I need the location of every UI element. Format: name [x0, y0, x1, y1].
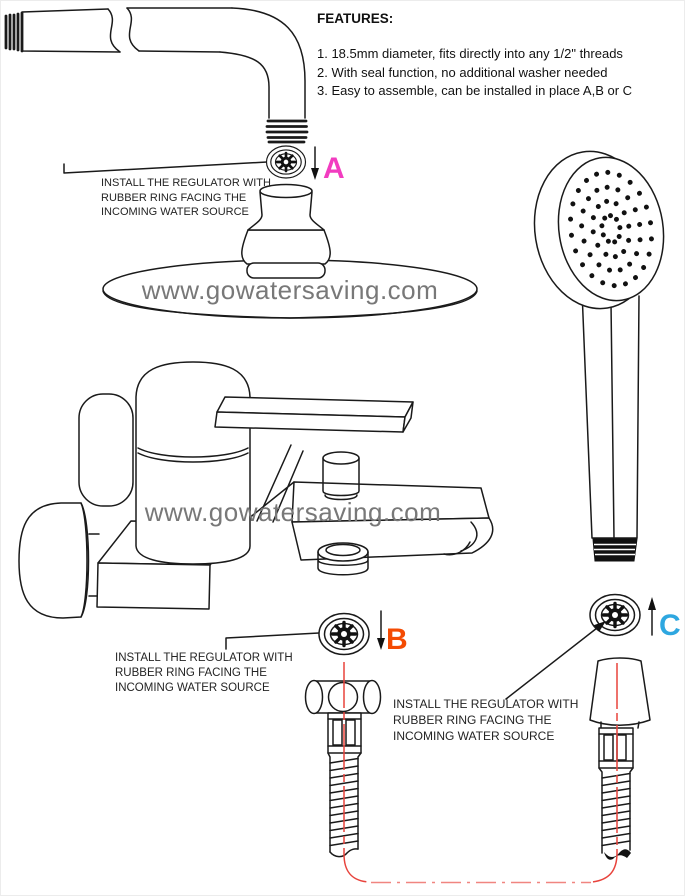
spray-nozzle-dots	[568, 169, 654, 289]
mixer-faucet-icon	[18, 361, 494, 619]
watermark-text-top: www.gowatersaving.com	[141, 275, 439, 305]
leader-line-b	[225, 632, 320, 650]
install-note-b: INSTALL THE REGULATOR WITH RUBBER RING F…	[115, 651, 293, 696]
feature-item: 2. With seal function, no additional was…	[317, 64, 608, 80]
install-note-line: INSTALL THE REGULATOR WITH	[101, 177, 271, 189]
watermark-text-middle: www.gowatersaving.com	[144, 497, 442, 527]
shower-hose-right-icon	[589, 657, 651, 860]
features-heading: FEATURES:	[317, 11, 394, 26]
arrow-down-a-icon	[311, 146, 319, 180]
centerlines	[343, 662, 618, 884]
hose-end-curl	[604, 849, 631, 860]
install-note-line: INSTALL THE REGULATOR WITH	[115, 652, 293, 664]
position-label-c: C	[659, 609, 681, 642]
position-label-b: B	[386, 623, 408, 656]
feature-item: 3. Easy to assemble, can be installed in…	[317, 83, 633, 98]
shower-hose-left-icon	[304, 679, 382, 858]
features-block: FEATURES: 1. 18.5mm diameter, fits direc…	[317, 11, 632, 101]
feature-item: 1. 18.5mm diameter, fits directly into a…	[317, 46, 623, 61]
hose-coils	[601, 772, 631, 847]
install-note-line: INSTALL THE REGULATOR WITH	[393, 697, 579, 711]
shower-arm-icon	[4, 7, 309, 144]
install-note-a: INSTALL THE REGULATOR WITH RUBBER RING F…	[101, 176, 271, 220]
leader-line-a	[63, 161, 268, 174]
arrow-down-b-icon	[377, 610, 385, 650]
install-note-line: INCOMING WATER SOURCE	[101, 206, 249, 218]
install-note-line: RUBBER RING FACING THE	[393, 712, 552, 727]
arrow-up-c-icon	[648, 597, 656, 636]
install-note-line: INCOMING WATER SOURCE	[115, 682, 270, 694]
leader-line-c	[505, 621, 606, 700]
direction-arrows	[311, 146, 656, 650]
install-note-line: RUBBER RING FACING THE	[115, 667, 267, 679]
hand-shower-icon	[533, 150, 665, 562]
install-note-line: INCOMING WATER SOURCE	[393, 728, 555, 743]
install-note-c: INSTALL THE REGULATOR WITH RUBBER RING F…	[393, 697, 578, 744]
rain-shower-head-icon	[102, 183, 478, 319]
position-label-a: A	[323, 152, 345, 185]
flow-regulator-a-icon	[265, 144, 307, 180]
flow-regulator-b-icon	[317, 611, 371, 657]
install-note-line: RUBBER RING FACING THE	[101, 191, 247, 204]
